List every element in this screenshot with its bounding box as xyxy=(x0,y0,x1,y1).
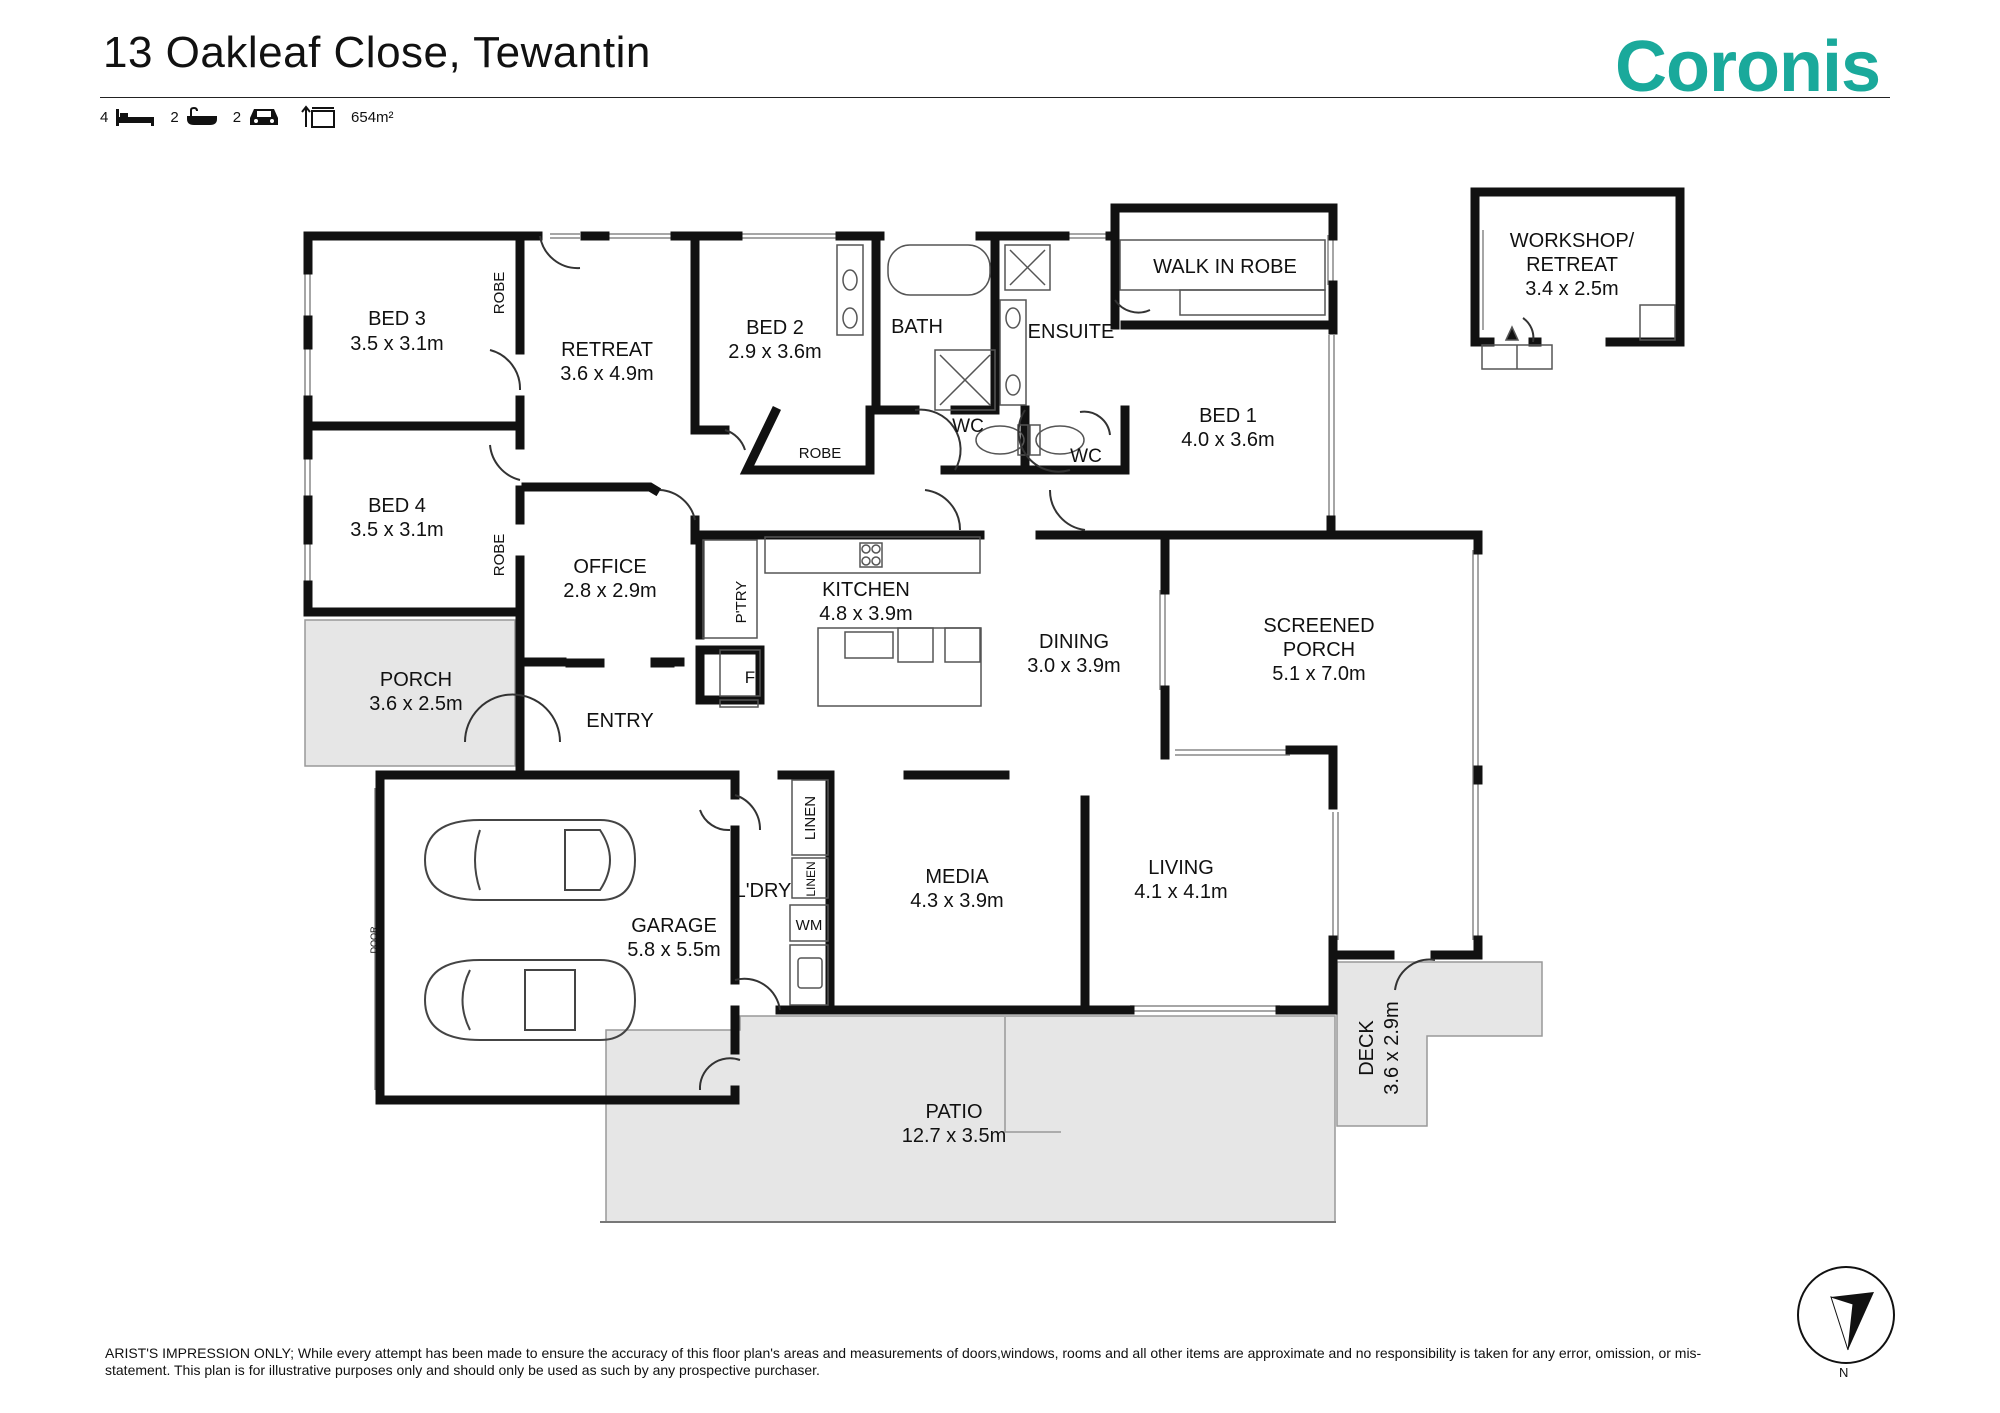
patio-name: PATIO xyxy=(925,1101,982,1123)
pantry-label: P'TRY xyxy=(733,581,750,624)
walls xyxy=(303,187,1685,1105)
wc-label-1: WC xyxy=(952,416,984,437)
joinery xyxy=(702,239,1676,1006)
bed2-size: 2.9 x 3.6m xyxy=(728,341,821,363)
wc-label-2: WC xyxy=(1070,446,1102,467)
bed2-name: BED 2 xyxy=(746,317,804,339)
washing-machine-label: WM xyxy=(796,917,823,934)
bed1-size: 4.0 x 3.6m xyxy=(1181,429,1274,451)
bed4-name: BED 4 xyxy=(368,495,426,517)
room-labels: BED 3 3.5 x 3.1m BED 4 3.5 x 3.1m RETREA… xyxy=(350,230,1634,1147)
property-address: 13 Oakleaf Close, Tewantin xyxy=(103,28,651,77)
walk-in-robe-name: WALK IN ROBE xyxy=(1153,256,1297,278)
fridge-label: F xyxy=(745,668,755,687)
bath-name: BATH xyxy=(891,316,943,338)
north-compass-icon: N xyxy=(1797,1266,1895,1380)
doors xyxy=(464,235,1535,1091)
car-count: 2 xyxy=(232,108,242,126)
garage-size: 5.8 x 5.5m xyxy=(627,939,720,961)
living-size: 4.1 x 4.1m xyxy=(1134,881,1227,903)
porch-size: 3.6 x 2.5m xyxy=(369,693,462,715)
linen-label-2: LINEN xyxy=(804,861,818,896)
kitchen-size: 4.8 x 3.9m xyxy=(819,603,912,625)
car-icon xyxy=(250,109,279,125)
entry-name: ENTRY xyxy=(586,710,653,732)
bed-icon xyxy=(116,109,155,126)
porch-name: PORCH xyxy=(380,669,452,691)
bed-count: 4 xyxy=(100,108,109,126)
screened-porch-name-1: SCREENED xyxy=(1263,615,1374,637)
laundry-name: L'DRY xyxy=(735,880,792,902)
land-area-icon xyxy=(301,105,336,128)
dining-name: DINING xyxy=(1039,631,1109,653)
bed1-name: BED 1 xyxy=(1199,405,1257,427)
workshop-name-1: WORKSHOP/ xyxy=(1510,230,1635,252)
kitchen-name: KITCHEN xyxy=(822,579,910,601)
car-top-icon xyxy=(423,819,637,901)
garage-door-label: DOOR xyxy=(369,926,379,954)
outdoor-areas xyxy=(304,619,1543,1223)
screened-porch-size: 5.1 x 7.0m xyxy=(1272,663,1365,685)
retreat-size: 3.6 x 4.9m xyxy=(560,363,653,385)
ensuite-name: ENSUITE xyxy=(1028,321,1115,343)
living-name: LIVING xyxy=(1148,857,1214,879)
workshop-size: 3.4 x 2.5m xyxy=(1525,278,1618,300)
bed3-name: BED 3 xyxy=(368,308,426,330)
fixture-labels: ROBE ROBE ROBE WC WC P'TRY F LINEN LINEN… xyxy=(369,272,1102,954)
robe-label-bed4: ROBE xyxy=(491,534,508,577)
office-size: 2.8 x 2.9m xyxy=(563,580,656,602)
linen-label-1: LINEN xyxy=(802,796,819,840)
deck-size: 3.6 x 2.9m xyxy=(1381,1001,1403,1094)
disclaimer-text: ARIST'S IMPRESSION ONLY; While every att… xyxy=(105,1345,1702,1378)
deck-area xyxy=(1336,961,1543,1127)
retreat-name: RETREAT xyxy=(561,339,653,361)
robe-label-bed3: ROBE xyxy=(491,272,508,315)
workshop-name-2: RETREAT xyxy=(1526,254,1618,276)
car-icons xyxy=(423,819,637,1041)
media-size: 4.3 x 3.9m xyxy=(910,890,1003,912)
office-name: OFFICE xyxy=(573,556,646,578)
car-bottom-icon xyxy=(423,959,637,1041)
compass-north-label: N xyxy=(1839,1365,1848,1380)
garage-name: GARAGE xyxy=(631,915,717,937)
screened-porch-name-2: PORCH xyxy=(1283,639,1355,661)
porch-area xyxy=(304,619,516,767)
deck-name: DECK xyxy=(1356,1020,1378,1076)
bed4-size: 3.5 x 3.1m xyxy=(350,519,443,541)
bath-icon xyxy=(186,107,217,125)
bath-count: 2 xyxy=(170,108,179,126)
media-name: MEDIA xyxy=(925,866,989,888)
robe-label-bed2: ROBE xyxy=(799,445,842,462)
brand-logo: Coronis xyxy=(1615,27,1881,107)
dining-size: 3.0 x 3.9m xyxy=(1027,655,1120,677)
bed3-size: 3.5 x 3.1m xyxy=(350,333,443,355)
header-divider xyxy=(100,97,1890,98)
property-stats: 4 2 2 654m² xyxy=(100,104,394,130)
land-area: 654m² xyxy=(351,108,394,126)
patio-size: 12.7 x 3.5m xyxy=(902,1125,1007,1147)
